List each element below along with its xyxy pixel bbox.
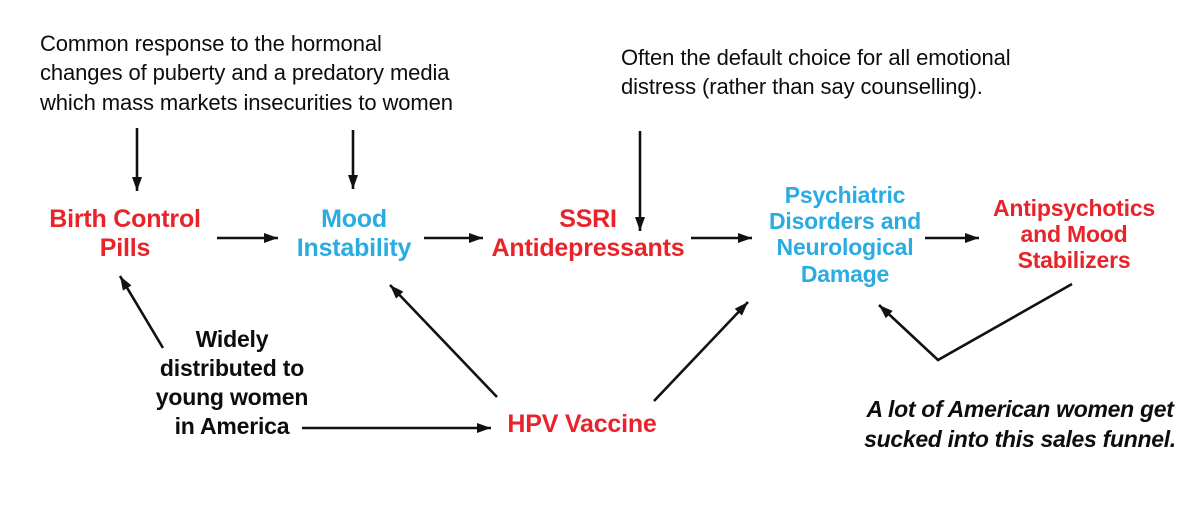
annotation-puberty-media-note: Common response to the hormonal changes … (40, 31, 453, 115)
arrow-head (348, 175, 358, 189)
arrow-line (878, 282, 1073, 362)
arrow-head (738, 233, 752, 243)
node-antipsychotics-mood-stabilizers[interactable]: Antipsychotics and Mood Stabilizers (992, 195, 1156, 274)
arrow-hpv-to-mood (389, 284, 498, 398)
node-hpv-vaccine[interactable]: HPV Vaccine (507, 410, 657, 438)
arrow-head (734, 302, 748, 316)
arrow-note-to-birth-control (132, 128, 142, 191)
arrow-birth-control-to-mood (217, 233, 278, 243)
arrow-mood-to-ssri (424, 233, 483, 243)
arrow-ssri-to-psychiatric (691, 233, 752, 243)
arrow-line (653, 301, 749, 402)
arrow-head (120, 276, 132, 291)
arrow-note-to-mood-instability (348, 130, 358, 189)
annotation-widely-distributed-note: Widely distributed to young women in Ame… (155, 326, 309, 439)
arrow-line (389, 284, 498, 398)
node-ssri-antidepressants[interactable]: SSRI Antidepressants (491, 205, 685, 262)
node-psychiatric-disorders[interactable]: Psychiatric Disorders and Neurological D… (768, 182, 922, 287)
arrow-antipsychotics-to-psychiatric (878, 282, 1073, 362)
arrow-head (390, 285, 404, 299)
annotation-sales-funnel-note: A lot of American women get sucked into … (864, 396, 1176, 452)
arrow-america-to-hpv (302, 423, 491, 433)
node-mood-instability[interactable]: Mood Instability (296, 205, 412, 262)
arrow-head (477, 423, 491, 433)
node-birth-control-pills[interactable]: Birth Control Pills (49, 205, 201, 262)
annotation-default-choice-note: Often the default choice for all emotion… (621, 45, 1011, 100)
arrow-hpv-to-psychiatric (653, 301, 749, 402)
arrow-head (264, 233, 278, 243)
arrow-head (132, 177, 142, 191)
arrow-psychiatric-to-antipsychotics (925, 233, 979, 243)
arrow-head (879, 305, 893, 319)
